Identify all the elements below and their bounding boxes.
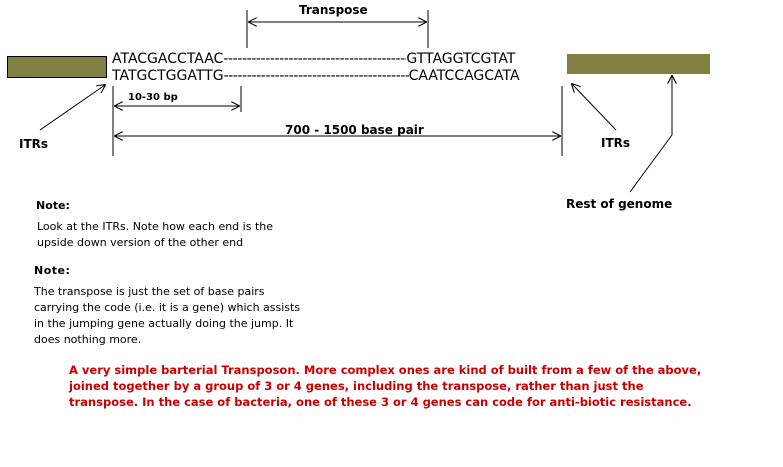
note-1-body: Look at the ITRs. Note how each end is t… [37, 220, 274, 249]
sequence-bottom-strand: TATGCTGGATTG----------------------------… [112, 68, 520, 84]
right-genome-bar [567, 54, 710, 74]
itr-left-label: ITRs [19, 137, 49, 151]
sequence-bottom-dashes: ----------------------------------------… [223, 68, 409, 84]
itr-span-label: 10-30 bp [128, 92, 178, 103]
sequence-top-dashes: ---------------------------------------- [223, 51, 407, 67]
sequence-bottom-left: TATGCTGGATTG [112, 68, 224, 84]
note-2-heading: Note: [34, 264, 71, 277]
itr-left-pointer [39, 85, 105, 131]
sequence-top-strand: ATACGACCTAAC----------------------------… [112, 51, 515, 67]
sequence-top-left: ATACGACCTAAC [112, 51, 224, 67]
itr-right-pointer [572, 84, 617, 131]
transpose-label: Transpose [299, 3, 368, 17]
left-genome-bar [7, 56, 107, 78]
rest-of-genome-pointer [629, 134, 673, 193]
sequence-top-right: GTTAGGTCGTAT [406, 51, 516, 67]
rest-of-genome-label: Rest of genome [566, 197, 673, 211]
note-2-body: The transpose is just the set of base pa… [34, 285, 301, 346]
itr-right-label: ITRs [601, 136, 631, 150]
sequence-bottom-right: CAATCCAGCATA [408, 68, 520, 84]
full-span-label: 700 - 1500 base pair [285, 123, 424, 137]
figure-caption: A very simple barterial Transposon. More… [69, 363, 702, 409]
note-1-heading: Note: [36, 199, 70, 212]
